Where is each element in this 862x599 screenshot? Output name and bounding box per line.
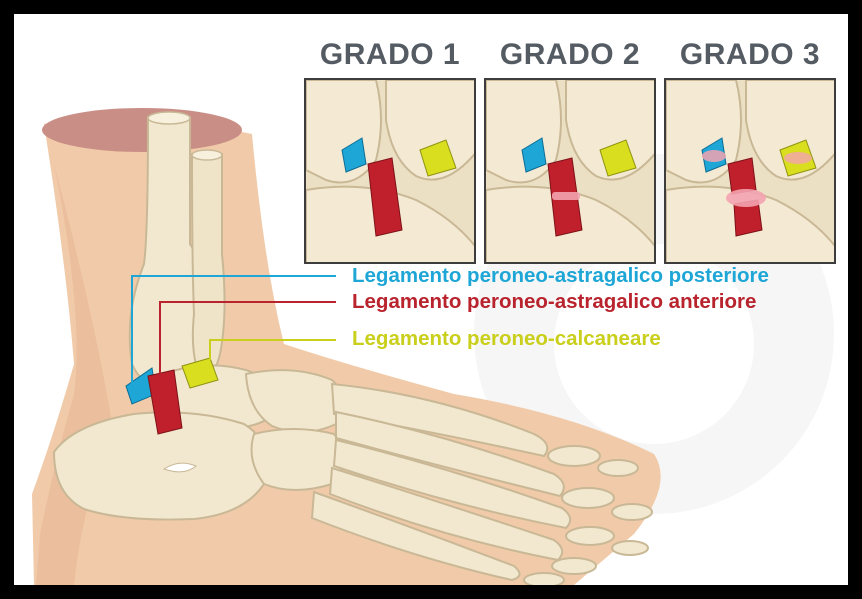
legend-posterior-label: Legamento peroneo-astragalico posteriore	[352, 264, 769, 287]
grade-1-panel	[304, 78, 476, 264]
grade-2-partial-tear	[552, 192, 580, 200]
grade-3-ligament-red-upper	[728, 158, 756, 194]
fibula-top	[192, 150, 222, 160]
figure-frame: GRADO 1 GRADO 2 GRADO 3	[14, 14, 848, 585]
grade-2-title: GRADO 2	[484, 38, 656, 72]
legend-calcaneofibular-label: Legamento peroneo-calcaneare	[352, 327, 661, 350]
grade-3-title: GRADO 3	[664, 38, 836, 72]
cuboid-bone	[252, 429, 344, 490]
grade-3-panel	[664, 78, 836, 264]
legend-calcaneofibular: Legamento peroneo-calcaneare	[352, 327, 661, 351]
tibia-top	[148, 112, 190, 124]
grade-3-full-tear	[726, 189, 766, 207]
leg-cross-section	[42, 108, 242, 152]
fibula-bone	[192, 154, 225, 377]
legend-posterior: Legamento peroneo-astragalico posteriore	[352, 264, 769, 288]
legend-anterior-label: Legamento peroneo-astragalico anteriore	[352, 290, 756, 313]
legend-anterior: Legamento peroneo-astragalico anteriore	[352, 290, 756, 314]
grade-2-panel	[484, 78, 656, 264]
grade-1-title: GRADO 1	[304, 38, 476, 72]
